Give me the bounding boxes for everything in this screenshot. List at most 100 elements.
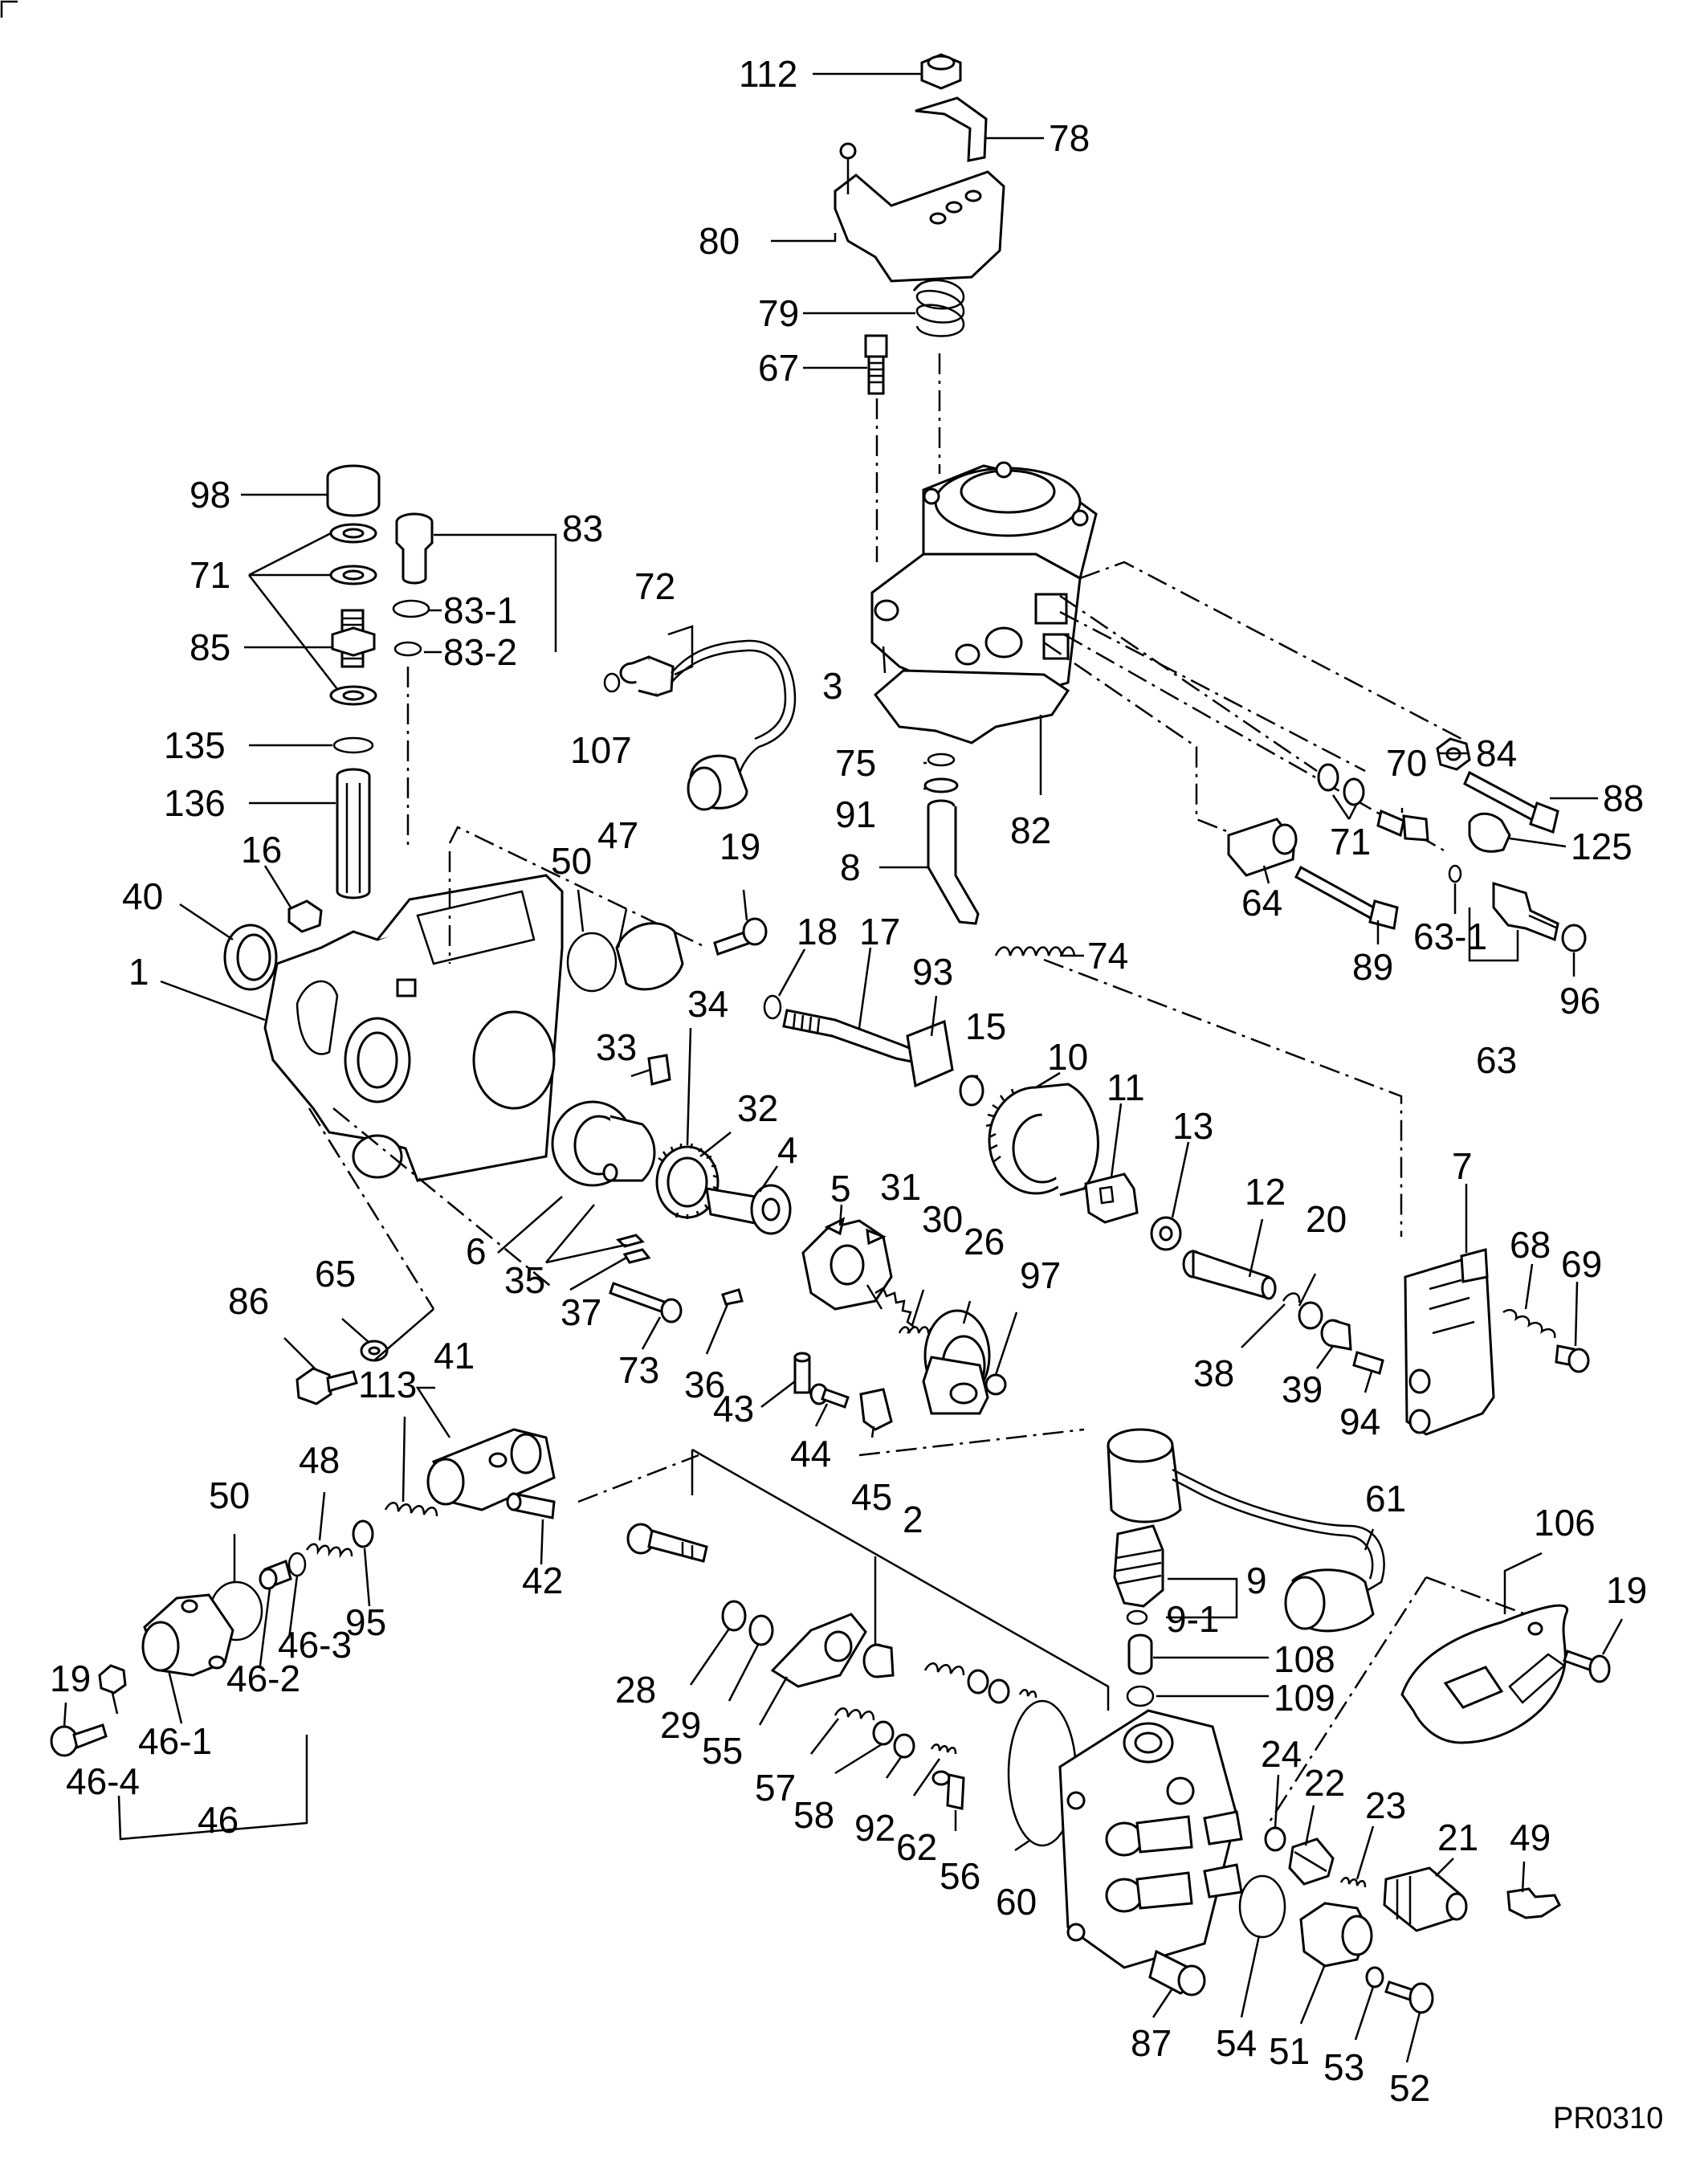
part-96-cap [1561,924,1587,952]
part-46-2-piston [259,1560,292,1590]
part-19-bolt [713,917,768,956]
part-92-washer [893,1733,915,1759]
part-20-ring [1298,1301,1323,1330]
part-51-plug [1299,1902,1373,1968]
label-45: 45 [851,1476,892,1518]
label-87: 87 [1131,2022,1172,2064]
label-91: 91 [835,793,876,835]
washer-hole [342,569,365,581]
part-12-plunger [1182,1249,1277,1300]
part-88-screw [1463,770,1559,834]
part-2-screw [626,1523,708,1563]
part-26-weight-holder [922,1309,991,1415]
part-109-washer [1126,1685,1155,1707]
part-19-bolt [50,1723,108,1757]
part-68-spring [1502,1309,1556,1339]
part-46-3-oring [287,1552,307,1577]
part-62-spring [930,1744,957,1755]
label-28: 28 [615,1669,656,1711]
label-22: 22 [1304,1762,1345,1804]
part-53-washer [1365,1966,1384,1988]
part-28-washer [721,1600,747,1632]
label-63-1: 63-1 [1413,916,1487,957]
label-43: 43 [713,1388,754,1430]
label-12: 12 [1245,1171,1286,1213]
label-84: 84 [1476,732,1517,774]
part-54-oring [1238,1874,1286,1939]
part-2-spring [1018,1689,1037,1699]
label-57: 57 [755,1767,796,1809]
part-72-sensor [619,639,797,811]
label-68: 68 [1510,1224,1551,1266]
label-8: 8 [840,846,861,888]
part-31-gear [874,1287,915,1334]
label-64: 64 [1241,882,1282,924]
label-42: 42 [522,1560,563,1601]
label-33: 33 [596,1026,637,1068]
part-93-plate [906,1019,954,1088]
part-49-clip [1506,1887,1561,1919]
part-35-key [616,1234,645,1248]
label-19-top: 19 [719,826,760,867]
label-83-2: 83-2 [443,631,517,673]
part-24-washer [1264,1826,1286,1852]
label-86: 86 [228,1280,269,1322]
label-54: 54 [1216,2022,1257,2064]
washer-hole [342,690,365,701]
label-63: 63 [1476,1039,1517,1081]
part-80-lever [834,142,1005,283]
parts-drawing [50,53,1611,2014]
part-40-seal [223,924,278,991]
part-57-spring [834,1707,875,1721]
label-69: 69 [1561,1243,1602,1285]
label-135: 135 [164,724,226,766]
leader-lines [63,72,1624,2063]
label-93: 93 [912,951,953,993]
part-22-valve [1288,1837,1335,1886]
part-3-governor-housing [870,461,1098,708]
part-70-bolt [1376,809,1429,842]
label-82: 82 [1010,810,1051,851]
label-46-2: 46-2 [226,1658,300,1699]
part-67-bolt [864,334,888,395]
label-88: 88 [1603,777,1644,819]
label-7: 7 [1452,1145,1473,1187]
label-24: 24 [1261,1733,1302,1775]
label-15: 15 [965,1005,1006,1047]
label-39: 39 [1282,1368,1323,1410]
part-136-filter [336,768,371,899]
label-62: 62 [896,1826,937,1868]
label-46-1: 46-1 [138,1720,212,1762]
label-19-right: 19 [1606,1569,1647,1611]
label-46-3: 46-3 [278,1624,352,1666]
label-89: 89 [1352,946,1393,988]
part-7-bracket [1404,1248,1495,1436]
label-95: 95 [345,1601,386,1643]
label-40: 40 [122,875,163,917]
label-31: 31 [880,1166,921,1208]
part-34-gear [655,1143,719,1219]
part-29-washer [748,1614,774,1646]
part-73-bolt [609,1282,683,1323]
part-48-spring [305,1543,353,1559]
part-52-bolt [1384,1980,1434,2014]
part-2-washer [967,1669,989,1695]
part-2-spring [923,1662,965,1676]
label-46: 46 [198,1799,238,1841]
part-37-key [622,1248,651,1264]
label-5: 5 [830,1168,851,1209]
label-35: 35 [504,1259,545,1301]
label-4: 4 [777,1129,798,1171]
label-112: 112 [739,53,797,95]
label-94: 94 [1339,1401,1380,1442]
part-45-tab [859,1388,893,1431]
part-83-valve [395,512,434,585]
washer-hole [342,528,365,539]
part-11-block [1084,1173,1139,1224]
label-47: 47 [597,814,638,856]
label-107: 107 [570,729,632,771]
part-8-lever [927,799,980,925]
label-29: 29 [660,1704,701,1746]
part-113-spring [384,1502,438,1517]
